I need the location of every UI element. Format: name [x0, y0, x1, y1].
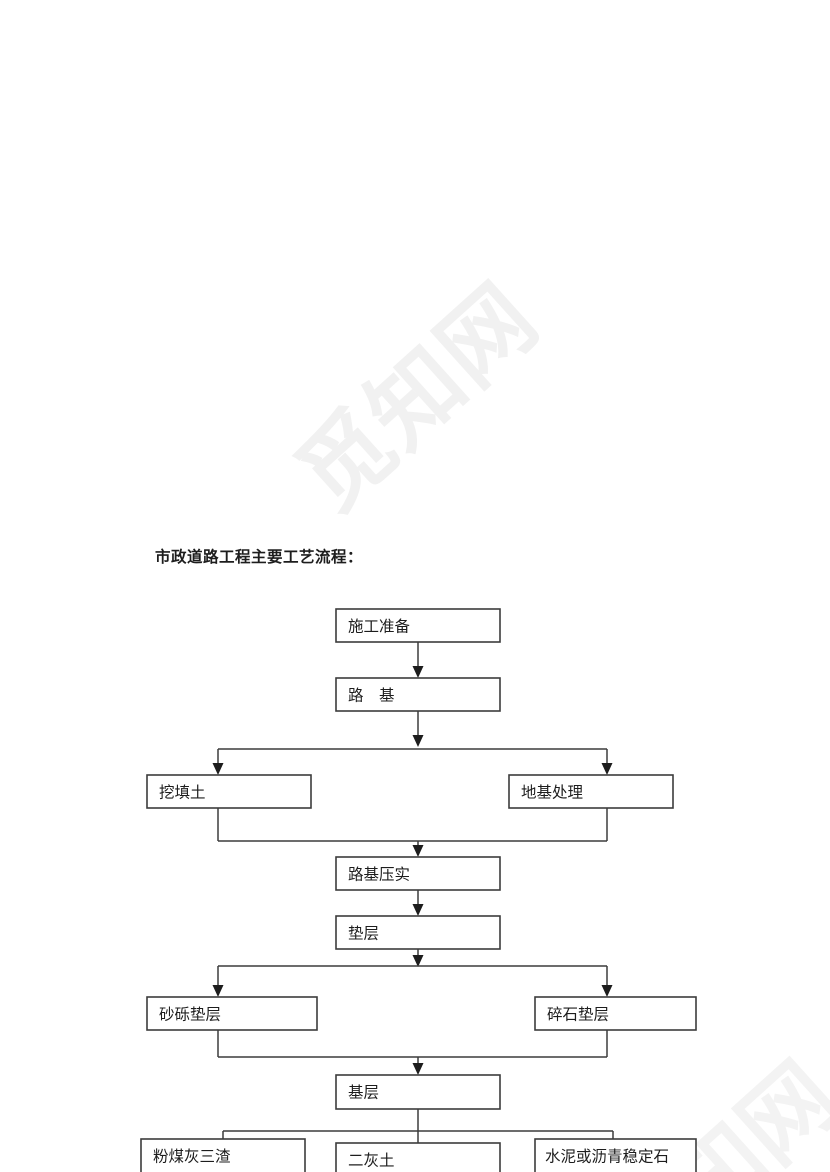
node-label: 砂砾垫层 [159, 1006, 221, 1024]
edge-branch-to-roadbed-compaction [217, 808, 608, 857]
node-foundation-treatment[interactable]: 地基处理 [508, 774, 674, 809]
node-label: 垫层 [348, 925, 379, 943]
node-cement-or-asphalt-stabilized-stone[interactable]: 水泥或沥青稳定石 [534, 1138, 697, 1172]
edge-roadbed-to-branch [212, 711, 613, 775]
node-gravel-cushion[interactable]: 砂砾垫层 [146, 996, 318, 1031]
node-crushed-stone-cushion[interactable]: 碎石垫层 [534, 996, 697, 1031]
node-construction-preparation[interactable]: 施工准备 [335, 608, 501, 643]
node-label: 挖填土 [159, 784, 206, 802]
page-title: 市政道路工程主要工艺流程： [155, 548, 364, 566]
edge-roadbed-compaction-to-cushion-layer [412, 890, 424, 916]
edge-cushion-layer-to-branch [212, 949, 613, 997]
node-label: 施工准备 [348, 618, 411, 636]
node-fly-ash-three-slag[interactable]: 粉煤灰三渣 [140, 1138, 306, 1172]
node-label: 基层 [348, 1084, 379, 1102]
edge-branch-to-base-layer [217, 1030, 608, 1075]
node-base-layer[interactable]: 基层 [335, 1074, 501, 1110]
node-label: 二灰土 [348, 1152, 395, 1170]
node-label: 碎石垫层 [547, 1006, 609, 1024]
node-lime-fly-ash-soil[interactable]: 二灰土 [335, 1142, 501, 1172]
node-label: 粉煤灰三渣 [153, 1148, 231, 1166]
node-excavation-fill[interactable]: 挖填土 [146, 774, 312, 809]
node-roadbed-compaction[interactable]: 路基压实 [335, 856, 501, 891]
node-label: 水泥或沥青稳定石 [545, 1148, 669, 1166]
node-label: 路基压实 [348, 866, 410, 884]
node-label: 路 基 [348, 687, 395, 705]
node-label: 地基处理 [521, 784, 583, 802]
edge-construction-preparation-to-roadbed [412, 642, 424, 678]
node-roadbed[interactable]: 路 基 [335, 677, 501, 712]
node-cushion-layer[interactable]: 垫层 [335, 915, 501, 950]
